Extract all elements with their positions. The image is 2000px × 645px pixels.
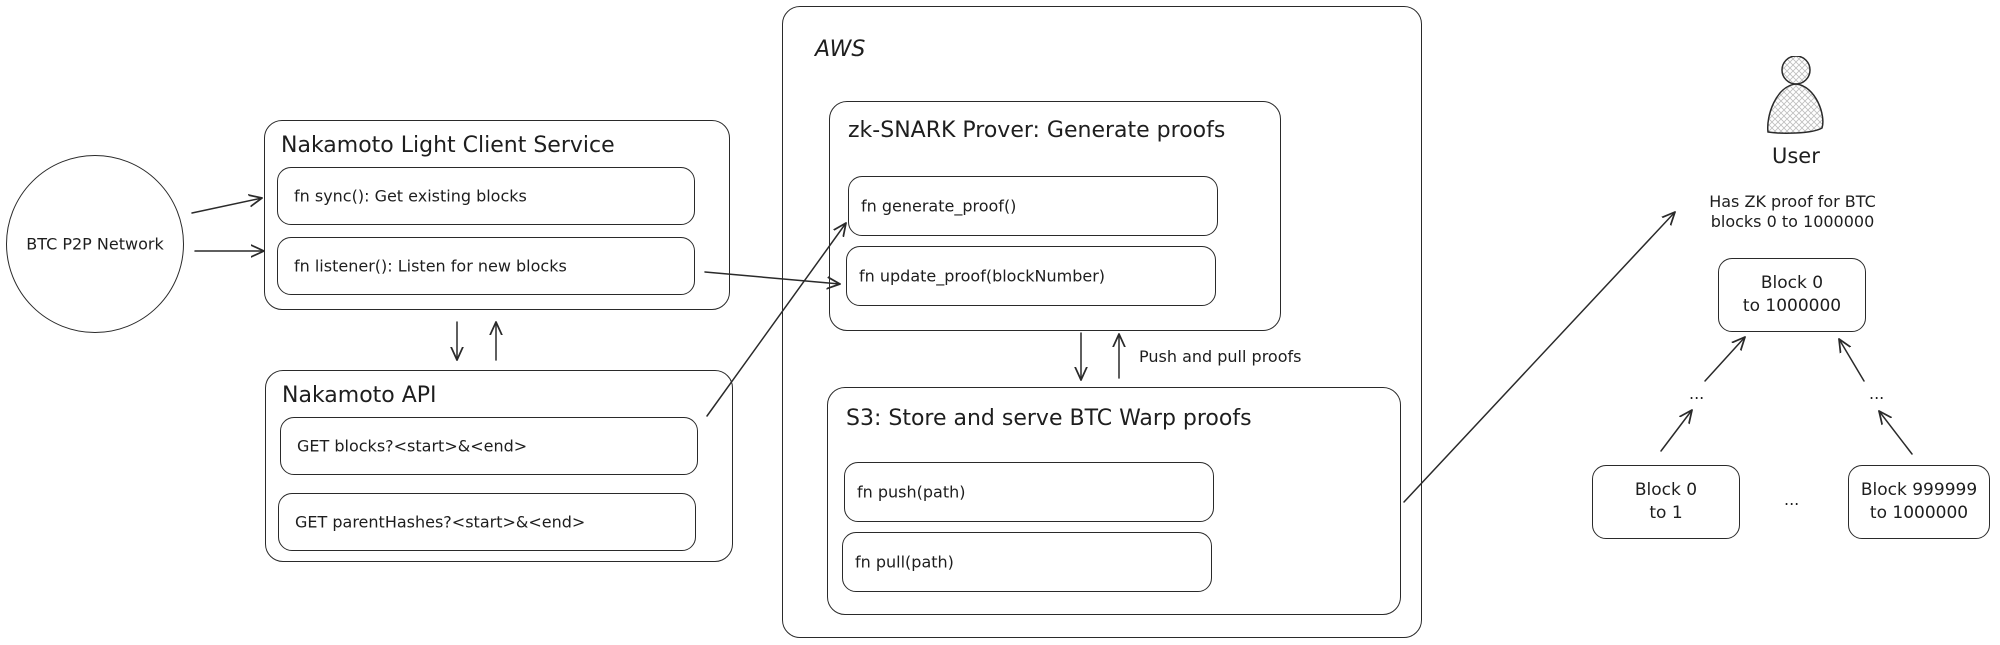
nakamoto-api-title: Nakamoto API xyxy=(282,383,437,408)
aws-container: AWS zk-SNARK Prover: Generate proofs fn … xyxy=(782,6,1422,638)
proof-tree-leaf-box: Block 999999 to 1000000 xyxy=(1848,465,1990,539)
sync-function-box: fn sync(): Get existing blocks xyxy=(277,167,695,225)
proof-tree-leaf-box: Block 0 to 1 xyxy=(1592,465,1740,539)
get-blocks-endpoint-label: GET blocks?<start>&<end> xyxy=(297,436,528,456)
generate-proof-function-box: fn generate_proof() xyxy=(848,176,1218,236)
user-node xyxy=(1760,55,1830,146)
get-parent-hashes-endpoint-label: GET parentHashes?<start>&<end> xyxy=(295,512,586,532)
generate-proof-function-label: fn generate_proof() xyxy=(861,196,1017,216)
arrow-right-ellipsis-to-root xyxy=(1839,339,1865,382)
user-proof-note: Has ZK proof for BTC blocks 0 to 1000000 xyxy=(1709,192,1876,231)
push-function-label: fn push(path) xyxy=(857,482,966,502)
aws-title: AWS xyxy=(815,37,866,62)
btc-p2p-network-label: BTC P2P Network xyxy=(26,234,164,254)
s3-storage-title: S3: Store and serve BTC Warp proofs xyxy=(846,406,1252,431)
s3-storage-container: S3: Store and serve BTC Warp proofs fn p… xyxy=(827,387,1401,615)
push-pull-proofs-label: Push and pull proofs xyxy=(1139,347,1302,366)
get-blocks-endpoint-box: GET blocks?<start>&<end> xyxy=(280,417,698,475)
arrow-s3-to-user xyxy=(1403,212,1675,503)
nakamoto-api-container: Nakamoto API GET blocks?<start>&<end> GE… xyxy=(265,370,733,562)
arrow-leaf-right-to-ellipsis xyxy=(1879,411,1913,455)
arrow-leaf-left-to-ellipsis xyxy=(1660,410,1692,452)
listener-function-label: fn listener(): Listen for new blocks xyxy=(294,256,567,276)
proof-tree-root-box: Block 0 to 1000000 xyxy=(1718,258,1866,332)
btc-p2p-network-node: BTC P2P Network xyxy=(6,155,184,333)
sync-function-label: fn sync(): Get existing blocks xyxy=(294,186,527,206)
proof-tree-ellipsis-right: ... xyxy=(1869,384,1885,403)
proof-tree-ellipsis-middle: ... xyxy=(1784,490,1800,509)
arrow-network-to-sync xyxy=(191,198,262,214)
pull-function-label: fn pull(path) xyxy=(855,552,954,572)
push-function-box: fn push(path) xyxy=(844,462,1214,522)
user-icon xyxy=(1767,55,1824,134)
proof-tree-root-label: Block 0 to 1000000 xyxy=(1742,273,1842,316)
pull-function-box: fn pull(path) xyxy=(842,532,1212,592)
update-proof-function-label: fn update_proof(blockNumber) xyxy=(859,266,1106,286)
listener-function-box: fn listener(): Listen for new blocks xyxy=(277,237,695,295)
proof-tree-leaf-label: Block 999999 to 1000000 xyxy=(1860,480,1978,523)
zk-snark-prover-container: zk-SNARK Prover: Generate proofs fn gene… xyxy=(829,101,1281,331)
light-client-service-title: Nakamoto Light Client Service xyxy=(281,133,615,158)
light-client-service-container: Nakamoto Light Client Service fn sync():… xyxy=(264,120,730,310)
proof-tree-leaf-label: Block 0 to 1 xyxy=(1634,480,1698,523)
get-parent-hashes-endpoint-box: GET parentHashes?<start>&<end> xyxy=(278,493,696,551)
user-label: User xyxy=(1772,144,1820,168)
proof-tree-ellipsis-left: ... xyxy=(1689,384,1705,403)
update-proof-function-box: fn update_proof(blockNumber) xyxy=(846,246,1216,306)
zk-snark-prover-title: zk-SNARK Prover: Generate proofs xyxy=(848,118,1226,143)
arrow-left-ellipsis-to-root xyxy=(1704,337,1745,382)
